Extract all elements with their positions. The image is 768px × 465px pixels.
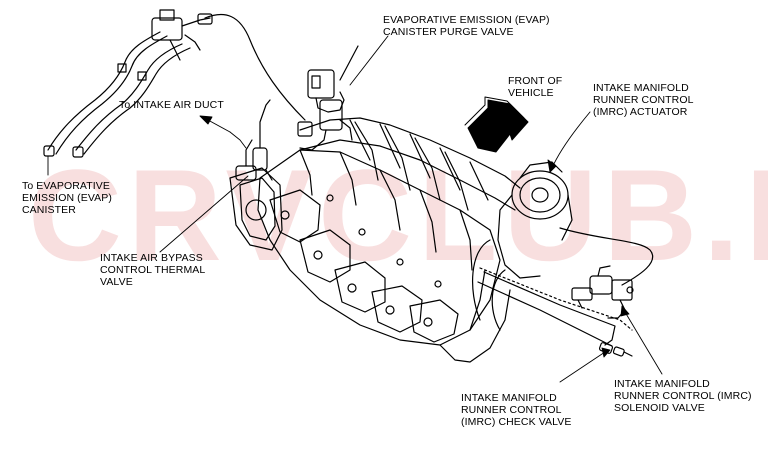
intake-air-bypass-valve: [252, 99, 273, 181]
evap-canister-hoses: [43, 31, 191, 158]
leader-lines: [47, 35, 663, 383]
label-to-intake-air-duct: To INTAKE AIR DUCT: [119, 99, 224, 111]
front-of-vehicle-arrow: [464, 96, 529, 153]
label-to-evap-canister: To EVAPORATIVE EMISSION (EVAP) CANISTER: [22, 180, 112, 216]
label-front-of-vehicle: FRONT OF VEHICLE: [508, 75, 563, 99]
intake-manifold: [257, 117, 521, 363]
imrc-solenoid-valve: [571, 265, 634, 319]
label-intake-air-bypass-valve: INTAKE AIR BYPASS CONTROL THERMAL VALVE: [100, 252, 206, 288]
imrc-vacuum-hoses: [477, 227, 654, 347]
label-imrc-actuator: INTAKE MANIFOLD RUNNER CONTROL (IMRC) AC…: [593, 82, 694, 118]
throttle-flange: [229, 139, 283, 251]
top-connector: [151, 9, 306, 121]
label-imrc-solenoid-valve: INTAKE MANIFOLD RUNNER CONTROL (IMRC) SO…: [614, 378, 752, 414]
label-evap-purge-valve: EVAPORATIVE EMISSION (EVAP) CANISTER PUR…: [383, 14, 550, 38]
evap-purge-valve: [297, 45, 359, 151]
label-imrc-check-valve: INTAKE MANIFOLD RUNNER CONTROL (IMRC) CH…: [461, 392, 572, 428]
imrc-actuator: [471, 161, 573, 331]
